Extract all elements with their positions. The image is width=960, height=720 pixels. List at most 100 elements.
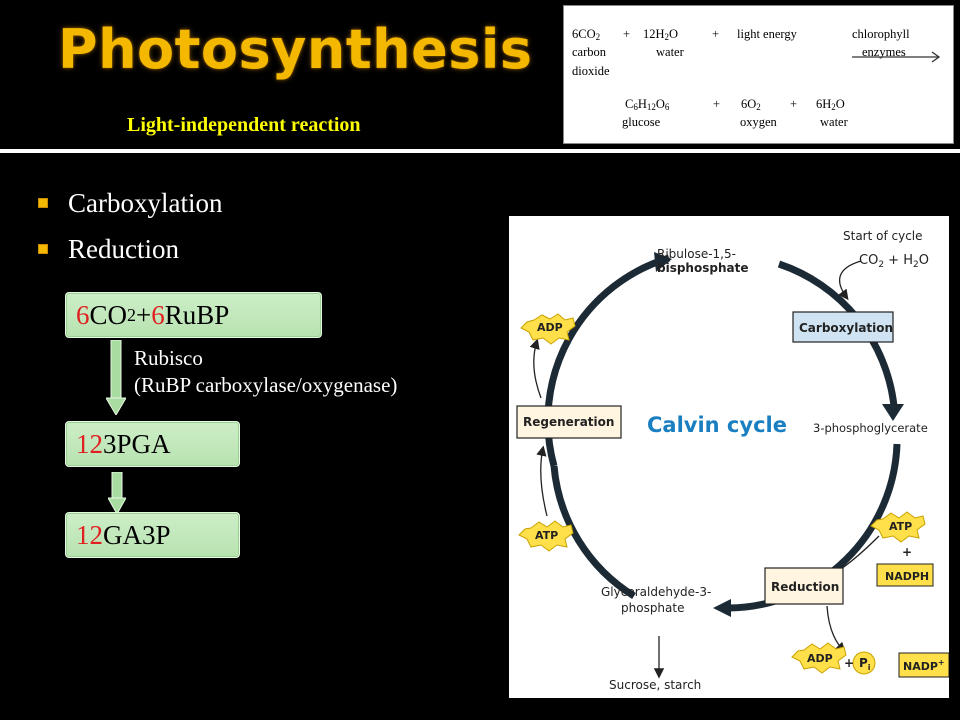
- equation-plus: +: [712, 27, 720, 41]
- pi-text: P: [859, 656, 868, 670]
- h2o-sub: 2: [913, 260, 919, 270]
- eq-co2-sub: 2: [595, 32, 601, 42]
- flow-plus: +: [136, 299, 152, 330]
- calvin-cycle-graphic: Ribulose-1,5- bisphosphate Start of cycl…: [516, 229, 949, 692]
- 3-phosphoglycerate-label: 3-phosphoglycerate: [813, 421, 928, 435]
- cycle-arc-return: [550, 465, 636, 599]
- eq-oxygen-text: 6O: [741, 97, 757, 111]
- calvin-cycle-diagram: Ribulose-1,5- bisphosphate Start of cycl…: [509, 216, 949, 698]
- bullet-item: Carboxylation: [38, 180, 222, 226]
- co2-sub: 2: [878, 260, 884, 270]
- pi-sub: i: [868, 663, 871, 672]
- equation-water-product: 6H2O: [816, 97, 845, 115]
- eq-water2-text: 6H: [816, 97, 832, 111]
- co2-h2o-label: CO2 + H2O: [859, 253, 929, 270]
- pi-circle-icon: [852, 651, 876, 675]
- photosynthesis-equation-image: [563, 5, 954, 144]
- co2-input-arrow-icon: [838, 260, 862, 301]
- equation-plus: +: [790, 97, 798, 111]
- bullet-square-icon: [38, 244, 48, 254]
- equation-label-water: water: [820, 115, 848, 129]
- plus-sign: +: [844, 656, 854, 670]
- adp-label: ADP: [537, 321, 563, 334]
- phosphate-label: phosphate: [621, 601, 684, 615]
- flow-count: 6: [151, 299, 165, 330]
- g3p-label: Glyceraldehyde-3-: [601, 585, 711, 599]
- equation-plus: +: [623, 27, 631, 41]
- nadp-text: NADP: [903, 660, 938, 673]
- eq-glucose-h-sub: 12: [646, 102, 656, 112]
- o-text: O: [919, 253, 929, 268]
- flow-step-ga3p: 12 GA3P: [65, 512, 240, 558]
- equation-label-glucose: glucose: [622, 115, 661, 129]
- equation-label-water: water: [656, 45, 684, 59]
- bullet-list: Carboxylation Reduction: [38, 180, 222, 272]
- bullet-text: Reduction: [68, 233, 179, 264]
- eq-water2-sub: 2: [831, 102, 836, 112]
- equation-catalyst-enzymes: enzymes: [862, 45, 906, 59]
- cycle-arrowhead-icon: [713, 599, 731, 617]
- equation-water: 12H2O: [643, 27, 678, 45]
- carboxylation-box: [792, 311, 894, 343]
- calvin-cycle-label: Calvin cycle: [647, 413, 787, 437]
- adp-starburst-icon: [791, 642, 847, 674]
- eq-glucose-o-sub: 6: [664, 102, 670, 112]
- eq-co2-text: 6CO: [572, 27, 596, 41]
- equation-co2: 6CO2: [572, 27, 600, 45]
- co2-text: CO: [859, 253, 878, 268]
- plus-sign: +: [902, 545, 912, 559]
- atp-label: ATP: [889, 520, 912, 533]
- flow-co2-sub: 2: [127, 304, 137, 325]
- bullet-item: Reduction: [38, 226, 222, 272]
- equation-glucose: C6H12O6: [625, 97, 669, 115]
- carboxylation-label: Carboxylation: [799, 321, 893, 335]
- flow-down-arrow-icon: [106, 340, 126, 415]
- eq-water-text: 12H: [643, 27, 665, 41]
- bullet-text: Carboxylation: [68, 187, 223, 218]
- plus-h-text: + H: [884, 253, 913, 268]
- flow-count: 12: [76, 428, 103, 459]
- nadp-box: [898, 652, 949, 678]
- equation-plus: +: [713, 97, 721, 111]
- nadp-sup: +: [938, 658, 945, 667]
- eq-glucose-c: C: [625, 97, 634, 111]
- enzyme-name: Rubisco: [134, 346, 203, 370]
- eq-glucose-c-sub: 6: [633, 102, 638, 112]
- nadp-label: NADP+: [903, 658, 945, 673]
- eq-water-tail: O: [669, 27, 679, 41]
- start-of-cycle-label: Start of cycle: [843, 229, 923, 243]
- bullet-square-icon: [38, 198, 48, 208]
- adp-starburst-icon: [520, 313, 576, 345]
- adp-output-arrow-icon: [529, 338, 542, 399]
- bisphosphate-label: bisphosphate: [657, 261, 748, 275]
- flow-down-arrow-icon: [108, 472, 126, 514]
- slide-subtitle: Light-independent reaction: [127, 114, 361, 136]
- reaction-arrow-icon: [852, 51, 941, 63]
- flow-count: 12: [76, 519, 103, 550]
- adp-label: ADP: [807, 652, 833, 665]
- flow-3pga-text: 3PGA: [103, 428, 171, 459]
- equation-catalyst-chlorophyll: chlorophyll: [852, 27, 910, 41]
- flow-ga3p-text: GA3P: [103, 519, 171, 550]
- flow-co-text: CO: [89, 299, 128, 330]
- flow-rubp-text: RuBP: [164, 299, 230, 330]
- sucrose-starch-label: Sucrose, starch: [609, 678, 701, 692]
- atp-starburst-icon: [518, 520, 574, 552]
- eq-glucose-h: H: [637, 97, 647, 111]
- eq-water2-tail: O: [835, 97, 845, 111]
- nadph-box: [876, 563, 934, 587]
- flow-step-3pga: 12 3PGA: [65, 421, 240, 467]
- atp-label: ATP: [535, 529, 558, 542]
- slide-title: Photosynthesis: [58, 18, 533, 81]
- equation-label-carbon: carbon: [572, 45, 607, 59]
- cycle-arrowhead-icon: [882, 404, 904, 421]
- regeneration-label: Regeneration: [523, 415, 614, 429]
- equation-label-oxygen: oxygen: [740, 115, 777, 129]
- ribulose-label: Ribulose-1,5-: [657, 247, 736, 261]
- enzyme-full-name: (RuBP carboxylase/oxygenase): [134, 373, 398, 397]
- equation-oxygen: 6O2: [741, 97, 761, 115]
- nadph-label: NADPH: [885, 570, 929, 583]
- reduction-box: [764, 567, 844, 605]
- pi-label: Pi: [859, 656, 871, 672]
